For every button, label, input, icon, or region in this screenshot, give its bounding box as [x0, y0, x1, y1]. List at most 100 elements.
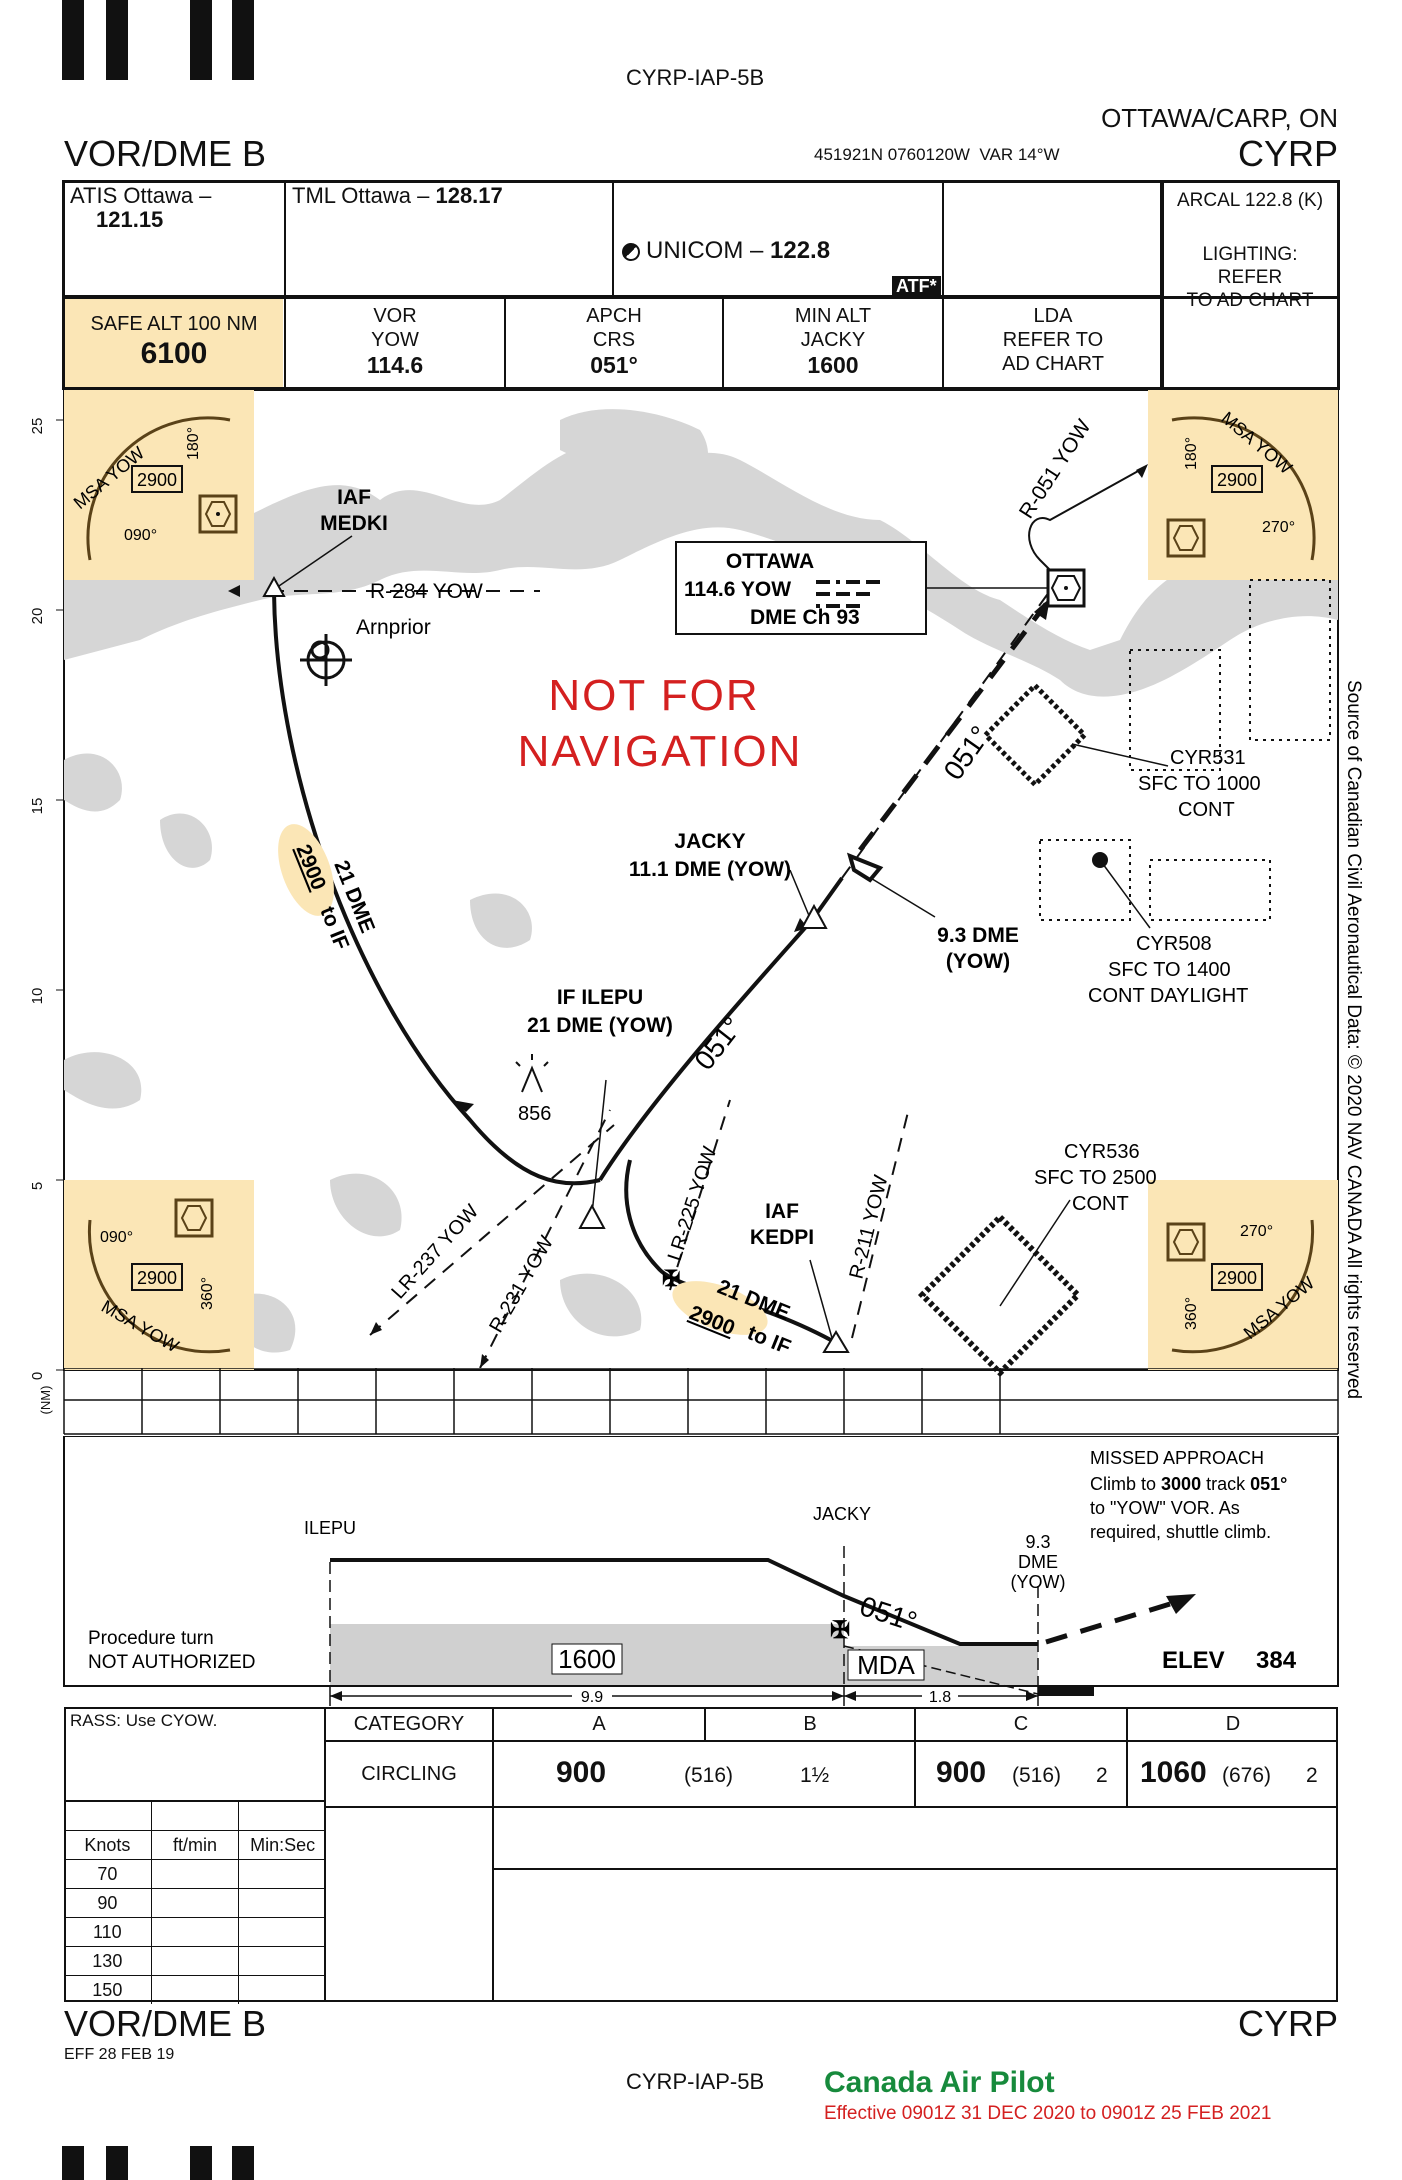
msa-box-tr: 2900 MSA YOW 180° 270°	[1148, 390, 1338, 580]
msa-bearing: 180°	[185, 427, 202, 460]
corner-bar	[232, 0, 254, 80]
table-cell	[150, 1975, 240, 2004]
vor-ident: YOW	[371, 329, 419, 351]
ottawa-name: OTTAWA	[726, 550, 814, 573]
elev-label: ELEV	[1162, 1647, 1225, 1674]
watermark: NOT FOR	[548, 671, 759, 720]
d-vis: 2	[1306, 1764, 1318, 1787]
crs-label: 051°	[688, 1011, 748, 1076]
atis-label: ATIS Ottawa –	[70, 183, 212, 208]
min-alt-cell: MIN ALT JACKY 1600	[724, 304, 942, 380]
y-tick: 10	[29, 988, 46, 1005]
fix-ilepu-icon	[578, 1203, 606, 1229]
divider	[324, 1806, 1338, 1808]
briefing-box	[62, 296, 1340, 390]
msa-alt: 2900	[1217, 470, 1257, 490]
corner-bar	[62, 2146, 84, 2180]
divider	[942, 296, 944, 390]
divider	[492, 1708, 494, 2002]
iaf-medki-label: IAF	[337, 486, 371, 509]
msa-box-br: 2900 MSA YOW 270° 360°	[1148, 1180, 1338, 1370]
ottawa-dme: DME Ch 93	[750, 606, 860, 629]
ilepu-label: IF ILEPU	[557, 986, 643, 1009]
table-header: Knots	[64, 1830, 152, 1860]
ottawa-freq: 114.6 YOW	[684, 578, 791, 601]
msa-bearing: 090°	[124, 527, 157, 544]
cyr536-label: CONT	[1072, 1193, 1129, 1215]
safe-alt-label: SAFE ALT 100 NM	[90, 313, 258, 335]
corner-bar	[106, 2146, 128, 2180]
cat-b: B	[803, 1713, 817, 1735]
cyr536-label: CYR536	[1064, 1141, 1140, 1163]
c-vis: 2	[1096, 1764, 1108, 1787]
arnprior-label: Arnprior	[356, 616, 431, 639]
corner-bar	[190, 2146, 212, 2180]
cyr531-label: CONT	[1178, 799, 1235, 821]
table-row: 70	[64, 1859, 326, 1889]
footer-eff: EFF 28 FEB 19	[64, 2046, 175, 2063]
divider	[942, 180, 944, 298]
apch-cell: APCH CRS 051°	[506, 304, 722, 380]
cat-d: D	[1225, 1713, 1241, 1735]
table-cell	[238, 1975, 326, 2004]
leader-lines	[275, 535, 1169, 1339]
knots: 130	[64, 1946, 152, 1976]
divider	[704, 1708, 706, 1740]
corner-bar	[190, 0, 212, 80]
iaf-kedpi-label: IAF	[765, 1200, 799, 1223]
circling-label: CIRCLING	[361, 1763, 457, 1785]
y-unit: (NM)	[38, 1386, 53, 1415]
dme-fix-icon	[846, 852, 884, 883]
safe-alt: SAFE ALT 100 NM 6100	[66, 312, 282, 372]
knots: 150	[64, 1975, 152, 2004]
cyr531-label: CYR531	[1170, 747, 1246, 769]
cyr508-label: SFC TO 1400	[1108, 959, 1231, 981]
tml-freq: 128.17	[435, 183, 503, 208]
lr237-label: LR-237 YOW	[387, 1200, 483, 1303]
cyr508-label: CYR508	[1136, 933, 1212, 955]
copyright: Source of Canadian Civil Aeronautical Da…	[1343, 680, 1364, 1399]
profile-view: ILEPU JACKY 9.3 DME (YOW) 051° ✠ Procedu…	[63, 1436, 1339, 1696]
knots: 90	[64, 1888, 152, 1918]
lighting: LIGHTING: REFER TO AD CHART	[1164, 244, 1336, 312]
ab-vis: 1½	[800, 1764, 830, 1787]
publisher: Canada Air Pilot	[824, 2066, 1055, 2099]
footer-chart-id: CYRP-IAP-5B	[626, 2069, 765, 2094]
stepdown-icon: ✠	[662, 1266, 680, 1291]
divider	[722, 296, 724, 390]
unicom-freq: 122.8	[770, 237, 831, 264]
effective-dates: Effective 0901Z 31 DEC 2020 to 0901Z 25 …	[824, 2103, 1272, 2124]
watermark: NAVIGATION	[518, 727, 803, 776]
profile-dme: DME	[1018, 1552, 1058, 1572]
footer-ident: CYRP	[1237, 2003, 1338, 2044]
y-tick: 25	[29, 418, 46, 435]
stepdown-icon: ✠	[830, 1617, 850, 1644]
lr225-label: LR-225 YOW	[664, 1144, 722, 1264]
jacky-label: JACKY	[674, 830, 745, 853]
msa-box-tl: 2900 MSA YOW 180° 090°	[64, 390, 254, 580]
table-cell	[150, 1888, 240, 1918]
ab-haa: (516)	[684, 1764, 734, 1787]
table-cell	[238, 1946, 326, 1976]
distance-bar: 9.9 1.8	[64, 1686, 1338, 1709]
corner-bar	[232, 2146, 254, 2180]
profile-dme: 9.3	[1025, 1532, 1050, 1552]
c-mda: 900	[936, 1756, 987, 1789]
unicom-line: UNICOM – 122.8	[622, 237, 831, 264]
table-row	[64, 1801, 326, 1831]
cat-c: C	[1013, 1713, 1029, 1735]
vor-freq: 114.6	[366, 352, 424, 378]
apch-label: APCH	[586, 305, 642, 327]
procedure-title: VOR/DME B	[64, 133, 267, 174]
table-row: 130	[64, 1946, 326, 1976]
min-alt-value: 1600	[807, 352, 859, 378]
table-cell	[150, 1946, 240, 1976]
table-cell	[150, 1801, 240, 1831]
ilepu-label: 21 DME (YOW)	[527, 1014, 673, 1037]
msa-bearing: 360°	[199, 1277, 216, 1310]
y-tick: 20	[29, 608, 46, 625]
airport-location: OTTAWA/CARP, ON	[1101, 103, 1338, 133]
safe-alt-box	[65, 299, 283, 387]
lda-line: AD CHART	[1002, 353, 1104, 375]
table-row: 150	[64, 1975, 326, 2004]
